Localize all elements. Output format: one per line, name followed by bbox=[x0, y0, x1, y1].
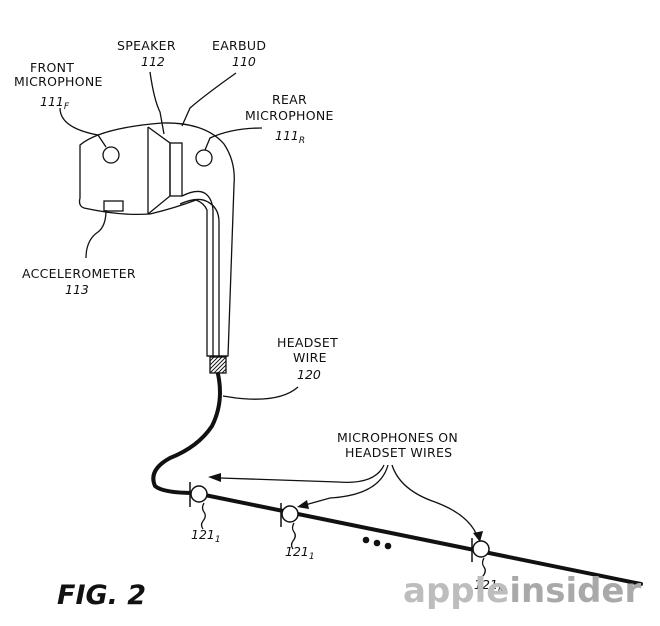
earbud-drawing bbox=[80, 123, 235, 373]
speaker-label: SPEAKER bbox=[117, 38, 176, 53]
speaker-ref: 112 bbox=[141, 54, 165, 69]
wire-mic-1-ref: 1211 bbox=[191, 527, 221, 545]
headset-wire-cable bbox=[153, 374, 641, 584]
wire-microphone-2 bbox=[281, 503, 298, 549]
rear-mic-ref: 111R bbox=[275, 128, 305, 146]
headset-wire-label-line1: HEADSET bbox=[277, 335, 338, 350]
figure-label: FIG. 2 bbox=[57, 580, 146, 611]
earbud-ref: 110 bbox=[232, 54, 256, 69]
front-mic-ref: 111F bbox=[40, 94, 70, 112]
mics-on-wires-label-line1: MICROPHONES ON bbox=[337, 430, 458, 445]
wire-mic-2-ref: 1211 bbox=[285, 544, 315, 562]
accelerometer-ref: 113 bbox=[65, 282, 89, 297]
headset-wire-ref: 120 bbox=[297, 367, 321, 382]
accelerometer-label: ACCELEROMETER bbox=[22, 266, 136, 281]
rear-microphone-circle bbox=[196, 150, 212, 166]
mics-on-wires-label-line2: HEADSET WIRES bbox=[345, 445, 452, 460]
rear-mic-label-line1: REAR bbox=[272, 92, 307, 107]
accelerometer-rect bbox=[104, 201, 123, 211]
front-microphone-circle bbox=[103, 147, 119, 163]
front-mic-label-line1: FRONT bbox=[30, 60, 74, 75]
earbud-label: EARBUD bbox=[212, 38, 266, 53]
ellipsis-dots bbox=[363, 537, 392, 550]
rear-mic-label-line2: MICROPHONE bbox=[245, 108, 334, 123]
leader-lines bbox=[60, 72, 483, 542]
appleinsider-watermark: appleinsider bbox=[403, 571, 641, 611]
headset-wire-label-line2: WIRE bbox=[293, 350, 327, 365]
front-mic-label-line2: MICROPHONE bbox=[14, 74, 103, 89]
wire-microphone-1 bbox=[190, 482, 207, 529]
